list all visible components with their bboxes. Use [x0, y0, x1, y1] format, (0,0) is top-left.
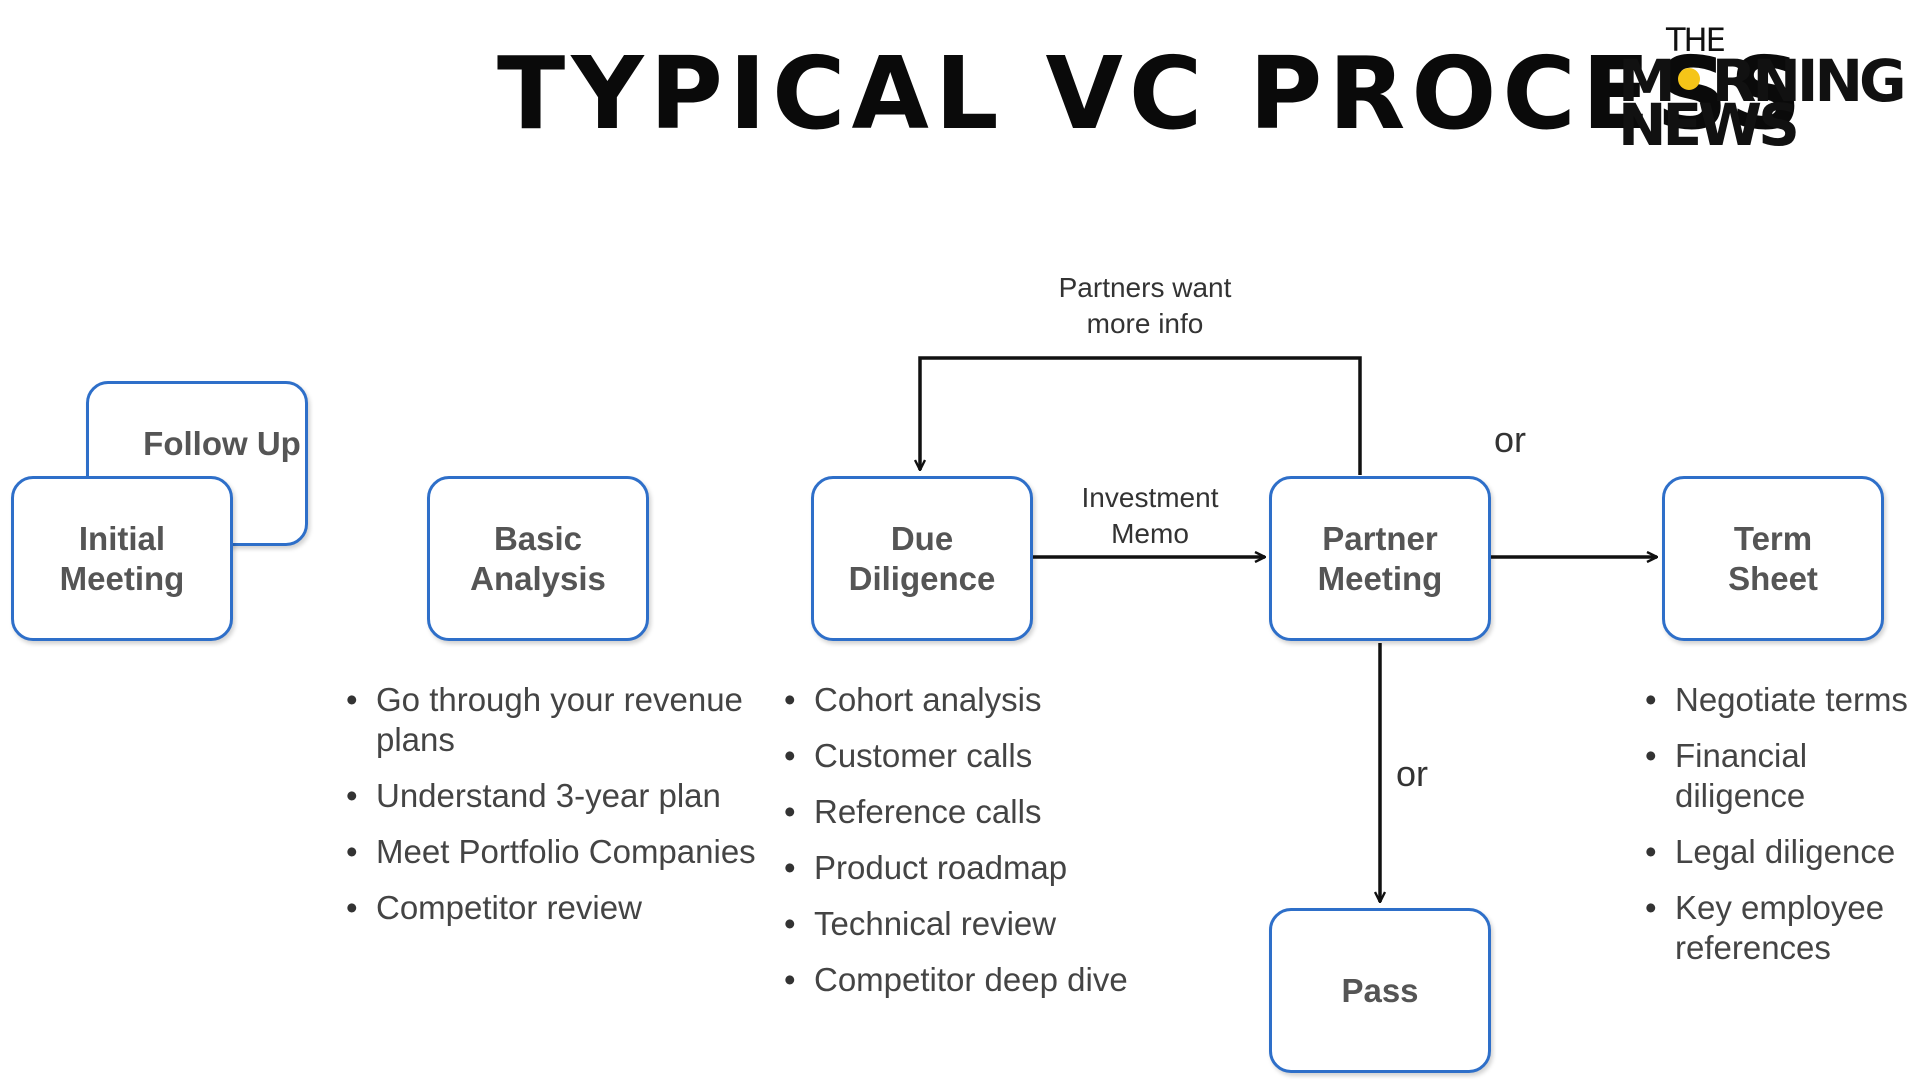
list-item: Go through your revenue plans	[346, 680, 756, 760]
term-sheet-label: Term Sheet	[1728, 519, 1818, 597]
pass-label: Pass	[1341, 971, 1419, 1009]
list-item: Key employee references	[1645, 888, 1915, 968]
list-item: Customer calls	[784, 736, 1174, 776]
memo-label: Investment Memo	[1081, 482, 1219, 549]
or-right-label: or	[1493, 419, 1526, 460]
initial-meeting-box: Initial Meeting	[11, 476, 233, 641]
logo-dot	[1678, 68, 1700, 90]
logo-the: THE	[1666, 21, 1726, 59]
partner-meeting-label: Partner Meeting	[1317, 519, 1443, 597]
list-item: Competitor review	[346, 888, 756, 928]
partner-meeting-box: Partner Meeting	[1269, 476, 1491, 641]
basic-analysis-bullets: Go through your revenue plans Understand…	[346, 680, 756, 944]
due-diligence-box: Due Diligence	[811, 476, 1033, 641]
initial-meeting-label: Initial Meeting	[59, 519, 185, 597]
basic-analysis-label: Basic Analysis	[470, 519, 606, 597]
pass-box: Pass	[1269, 908, 1491, 1073]
basic-analysis-box: Basic Analysis	[427, 476, 649, 641]
list-item: Technical review	[784, 904, 1174, 944]
page-title: TYPICAL VC PROCESS	[497, 35, 1808, 152]
term-sheet-bullets: Negotiate terms Financial diligence Lega…	[1645, 680, 1915, 984]
due-diligence-bullets: Cohort analysis Customer calls Reference…	[784, 680, 1174, 1016]
list-item: Negotiate terms	[1645, 680, 1915, 720]
loop-arrow	[920, 356, 1362, 475]
due-diligence-label: Due Diligence	[848, 519, 996, 597]
list-item: Financial diligence	[1645, 736, 1915, 816]
list-item: Competitor deep dive	[784, 960, 1174, 1000]
list-item: Reference calls	[784, 792, 1174, 832]
list-item: Legal diligence	[1645, 832, 1915, 872]
or-down-label: or	[1395, 753, 1428, 794]
list-item: Cohort analysis	[784, 680, 1174, 720]
list-item: Product roadmap	[784, 848, 1174, 888]
term-sheet-box: Term Sheet	[1662, 476, 1884, 641]
loop-label: Partners want more info	[1058, 272, 1232, 339]
logo-news: NEWS	[1618, 91, 1800, 159]
list-item: Understand 3-year plan	[346, 776, 756, 816]
follow-up-label: Follow Up	[143, 425, 301, 462]
list-item: Meet Portfolio Companies	[346, 832, 756, 872]
